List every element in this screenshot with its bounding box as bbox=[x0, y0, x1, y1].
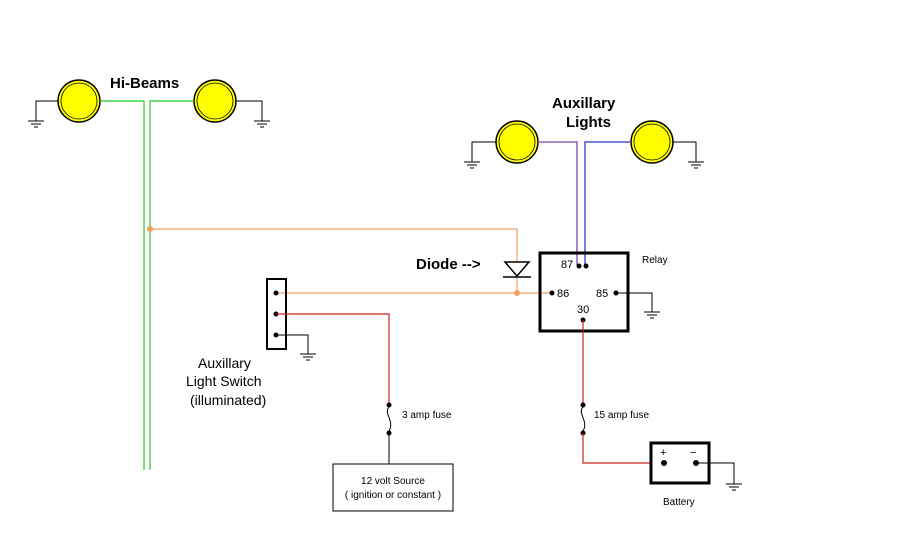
hi-beam-right-ground-icon bbox=[236, 100, 270, 128]
diode-icon bbox=[503, 261, 531, 278]
pin-86-terminal bbox=[549, 290, 555, 296]
switch-label-2: Light Switch bbox=[186, 373, 261, 389]
hi-beam-wires bbox=[100, 100, 194, 470]
hi-beams-label: Hi-Beams bbox=[110, 75, 179, 92]
pin-87a-terminal bbox=[576, 263, 582, 269]
aux-right-lamp bbox=[630, 120, 674, 164]
switch-label-1: Auxillary bbox=[198, 355, 251, 371]
switch-label-3: (illuminated) bbox=[190, 392, 266, 408]
hi-beam-left-lamp bbox=[57, 79, 101, 123]
source-label-1: 12 volt Source bbox=[361, 476, 425, 487]
aux-left-ground-icon bbox=[464, 141, 496, 169]
hi-beam-right-lamp bbox=[193, 79, 237, 123]
relay-label: Relay bbox=[642, 255, 668, 266]
fuse-3amp-label: 3 amp fuse bbox=[402, 410, 452, 421]
hi-beam-tap-junction bbox=[147, 226, 153, 232]
fuse-3amp-icon bbox=[386, 402, 392, 436]
diode-label: Diode --> bbox=[416, 256, 481, 273]
battery-minus-label: − bbox=[690, 447, 696, 459]
aux-left-wire bbox=[538, 141, 578, 265]
battery-ground-icon bbox=[696, 462, 742, 491]
pin-87-label: 87 bbox=[561, 259, 573, 271]
pin-85-label: 85 bbox=[596, 288, 608, 300]
hi-beam-left-ground-icon bbox=[28, 100, 58, 128]
relay-ground-icon bbox=[616, 292, 660, 319]
aux-right-wire bbox=[584, 141, 631, 265]
battery-plus-label: + bbox=[660, 447, 666, 459]
fuse-15amp-label: 15 amp fuse bbox=[594, 410, 649, 421]
pin-86-label: 86 bbox=[557, 288, 569, 300]
source-label-2: ( ignition or constant ) bbox=[345, 490, 441, 501]
aux-lights-label-2: Lights bbox=[566, 114, 611, 131]
pin-87b-terminal bbox=[583, 263, 589, 269]
switch-ground-icon bbox=[276, 334, 316, 361]
12v-source-box bbox=[332, 463, 454, 512]
battery-positive-terminal bbox=[661, 460, 667, 466]
relay-power-wire-lower bbox=[582, 433, 664, 464]
aux-left-lamp bbox=[495, 120, 539, 164]
fuse-15amp-icon bbox=[580, 402, 586, 436]
diode-junction bbox=[514, 290, 520, 296]
pin-30-label: 30 bbox=[577, 304, 589, 316]
battery-label: Battery bbox=[663, 497, 695, 508]
switch-terminal-1 bbox=[273, 290, 279, 296]
trigger-wires bbox=[150, 228, 551, 294]
aux-right-ground-icon bbox=[673, 141, 704, 169]
aux-lights-label-1: Auxillary bbox=[552, 95, 616, 112]
switch-power-wire bbox=[276, 313, 390, 405]
relay-box bbox=[538, 251, 630, 333]
